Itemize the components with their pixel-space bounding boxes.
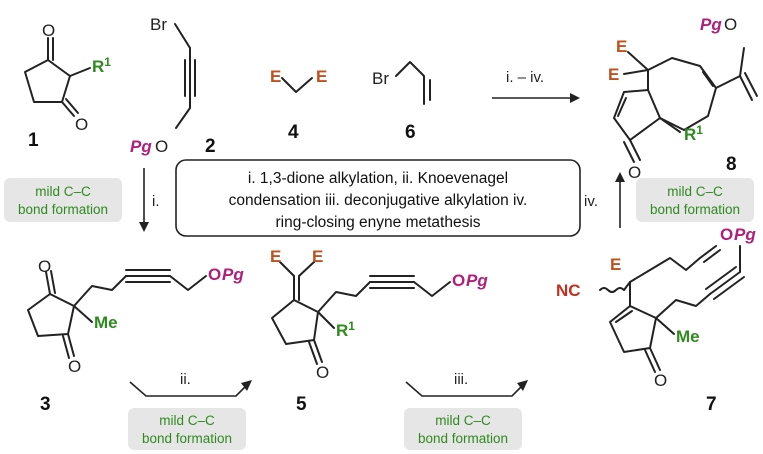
c1-r-group: R1	[92, 55, 111, 76]
conditions-box: i. 1,3-dione alkylation, ii. Knoevenagel…	[175, 159, 581, 237]
arrow-iii: iii.	[405, 371, 528, 397]
down-arrow-i: i.	[139, 168, 160, 232]
c3-oxygen-pg: O	[208, 265, 221, 284]
c3-oxygen-top: O	[38, 257, 51, 276]
right-badge: mild C–C bond formation	[636, 178, 754, 222]
c5-oxygen: O	[316, 363, 329, 382]
compound-3: O O Me O Pg 3	[27, 257, 244, 415]
bottom-left-badge-line-1: mild C–C	[159, 413, 215, 428]
conditions-line-3: ring-closing enyne metathesis	[275, 214, 480, 231]
compound-7-label: 7	[706, 394, 717, 415]
c8-protecting-group: Pg	[700, 15, 722, 34]
compound-4-label: 4	[288, 122, 299, 143]
c7-protecting-group: Pg	[734, 225, 756, 244]
top-arrow: i. – iv.	[492, 69, 580, 103]
compound-3-label: 3	[40, 394, 51, 415]
c7-oxygen-pg: O	[720, 225, 733, 244]
c4-e-right: E	[316, 67, 327, 86]
left-badge: mild C–C bond formation	[4, 178, 122, 222]
c5-oxygen-pg: O	[452, 271, 465, 290]
compound-4: E E 4	[270, 67, 327, 143]
bottom-left-badge-line-2: bond formation	[142, 431, 232, 446]
c8-oxygen: O	[628, 163, 641, 182]
arrow-ii: ii.	[129, 371, 252, 397]
arrow-iii-label: iii.	[454, 371, 468, 388]
c3-oxygen-bottom: O	[68, 357, 81, 376]
c1-oxygen-top: O	[42, 21, 55, 40]
c6-bromine: Br	[372, 69, 389, 88]
compound-7: O Me NC E O Pg 7	[556, 225, 756, 415]
c8-e-lower: E	[608, 65, 619, 84]
c3-protecting-group: Pg	[222, 265, 244, 284]
compound-5-label: 5	[296, 394, 307, 415]
c7-oxygen: O	[654, 371, 667, 390]
c8-oxygen-pg: O	[724, 15, 737, 34]
c7-e: E	[610, 255, 621, 274]
bottom-left-badge: mild C–C bond formation	[128, 408, 246, 450]
c8-r-group: R1	[684, 123, 703, 144]
compound-1: O O R1 1	[24, 21, 111, 151]
right-badge-line-2: bond formation	[650, 202, 740, 217]
arrow-ii-label: ii.	[180, 371, 191, 388]
up-arrow-iv: iv.	[584, 172, 625, 228]
c2-oxygen: O	[155, 137, 168, 156]
left-badge-line-2: bond formation	[18, 202, 108, 217]
c7-nitrile: NC	[556, 281, 581, 300]
left-badge-line-1: mild C–C	[35, 184, 91, 199]
c7-methyl: Me	[676, 327, 700, 346]
conditions-line-2: condensation iii. deconjugative alkylati…	[229, 192, 528, 209]
right-badge-line-1: mild C–C	[667, 184, 723, 199]
c1-oxygen-bottom: O	[75, 115, 88, 134]
compound-6-label: 6	[405, 122, 416, 143]
compound-2: Br Pg O 2	[130, 15, 216, 157]
c2-bromine: Br	[150, 15, 167, 34]
c8-e-upper: E	[616, 37, 627, 56]
c4-e-left: E	[270, 67, 281, 86]
compound-8-label: 8	[726, 154, 737, 175]
c5-protecting-group: Pg	[466, 271, 488, 290]
bottom-right-badge-line-2: bond formation	[418, 431, 508, 446]
bottom-right-badge-line-1: mild C–C	[435, 413, 491, 428]
compound-6: Br 6	[372, 61, 431, 143]
down-arrow-label: i.	[152, 193, 160, 210]
c2-protecting-group: Pg	[130, 137, 152, 156]
compound-2-label: 2	[205, 136, 216, 157]
compound-8: O E E R1 Pg O 8	[608, 15, 758, 182]
conditions-line-1: i. 1,3-dione alkylation, ii. Knoevenagel	[248, 170, 508, 187]
compound-1-label: 1	[28, 130, 39, 151]
bottom-right-badge: mild C–C bond formation	[404, 408, 522, 450]
compound-5: E E O R1 O Pg 5	[270, 247, 488, 415]
c5-e-left: E	[270, 247, 281, 266]
c5-r-group: R1	[336, 319, 355, 340]
top-arrow-label: i. – iv.	[506, 69, 544, 86]
up-arrow-label: iv.	[584, 193, 598, 210]
c5-e-right: E	[312, 247, 323, 266]
c3-methyl: Me	[94, 313, 118, 332]
